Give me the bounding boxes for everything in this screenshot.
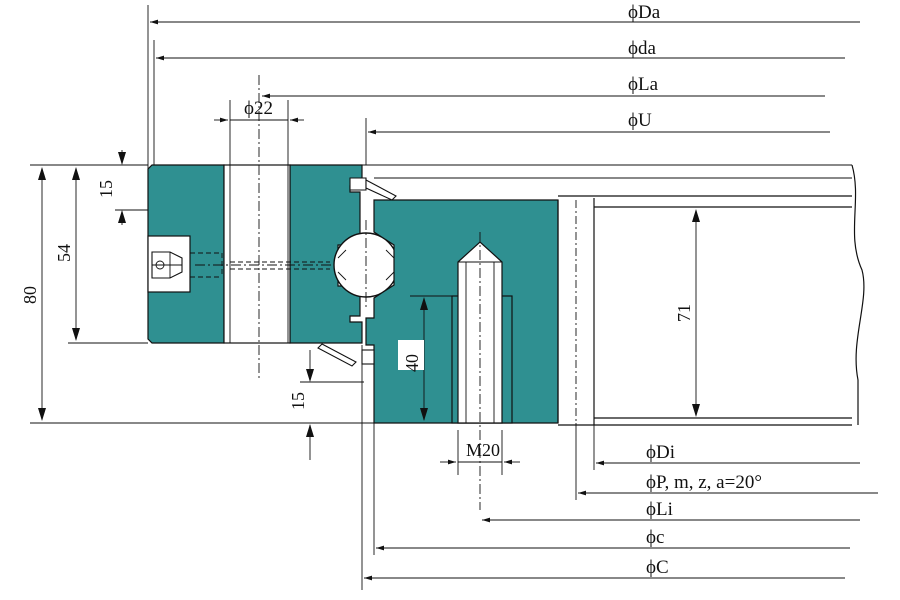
outer-ring bbox=[147, 75, 363, 380]
label-h15-bottom: 15 bbox=[288, 392, 308, 410]
label-P: ϕP, m, z, a=20° bbox=[646, 472, 762, 493]
label-h15-top: 15 bbox=[96, 180, 116, 198]
label-C: ϕC bbox=[646, 557, 669, 578]
label-Li: ϕLi bbox=[646, 499, 673, 520]
top-dimensions bbox=[150, 19, 860, 135]
label-Da: ϕDa bbox=[628, 2, 661, 23]
label-h54: 54 bbox=[54, 244, 74, 262]
extension-lines bbox=[147, 5, 595, 590]
label-h80: 80 bbox=[20, 286, 40, 304]
bolt-hole-bore bbox=[223, 164, 291, 344]
label-U: ϕU bbox=[628, 110, 652, 131]
face-lines bbox=[30, 164, 852, 424]
label-h40: 40 bbox=[402, 354, 422, 372]
dimension-labels: ϕDa ϕda ϕLa ϕU ϕ22 ϕDi ϕP, m, z, a=20° ϕ… bbox=[20, 2, 762, 578]
label-da: ϕda bbox=[628, 38, 657, 59]
label-La: ϕLa bbox=[628, 74, 659, 95]
seals bbox=[317, 177, 397, 367]
label-Di: ϕDi bbox=[646, 442, 675, 463]
inner-ring bbox=[365, 199, 559, 510]
label-thread: M20 bbox=[466, 440, 500, 460]
gear-region bbox=[557, 164, 865, 426]
label-h71: 71 bbox=[674, 304, 694, 322]
label-c: ϕc bbox=[646, 527, 664, 548]
lube-channel bbox=[190, 252, 410, 278]
threaded-hole bbox=[457, 241, 503, 424]
rolling-ball bbox=[333, 220, 399, 310]
bottom-dimensions bbox=[364, 459, 878, 581]
label-bolt-hole: ϕ22 bbox=[244, 98, 273, 119]
